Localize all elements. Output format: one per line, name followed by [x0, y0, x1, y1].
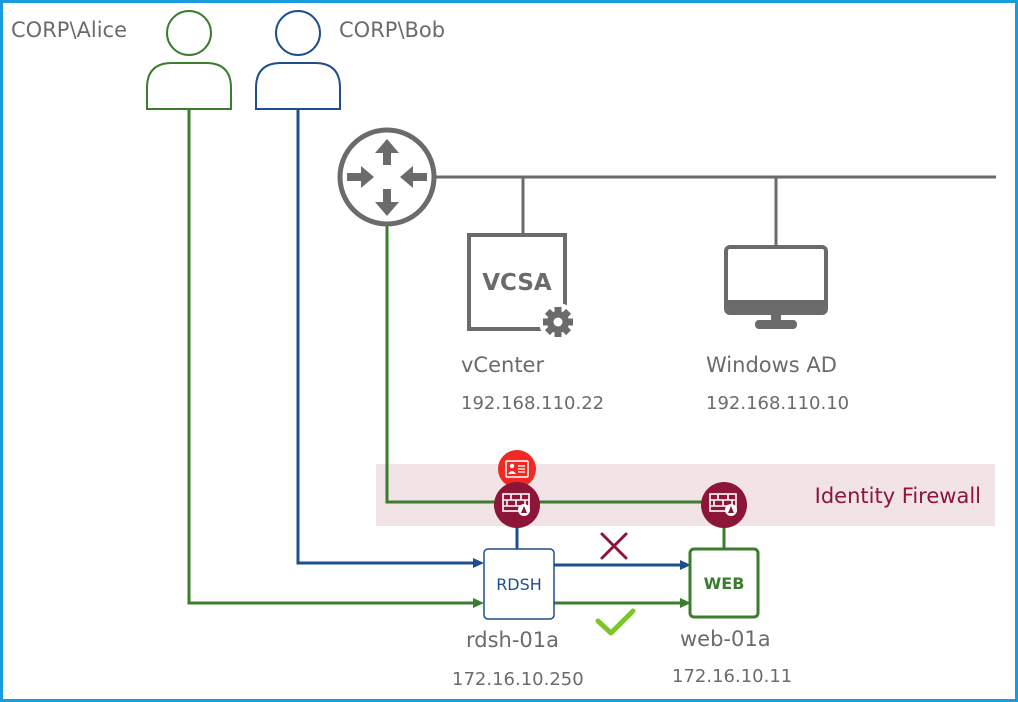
monitor-icon	[724, 245, 828, 329]
alice-path	[187, 109, 474, 605]
bob-to-web-arrowhead	[680, 560, 691, 570]
firewall-icon-web	[701, 482, 747, 528]
router-icon	[337, 127, 437, 227]
web-box-label: WEB	[704, 574, 745, 593]
bob-path	[296, 109, 474, 565]
rdsh-box-label: RDSH	[496, 575, 542, 594]
deny-icon	[600, 532, 628, 560]
alice-user-icon	[146, 10, 232, 110]
web-ip: 172.16.10.11	[672, 666, 792, 687]
vcenter-name: vCenter	[461, 353, 544, 377]
bob-arrowhead	[473, 558, 484, 568]
web-name: web-01a	[680, 627, 771, 651]
web-box	[688, 547, 760, 619]
firewall-icon-rdsh	[494, 482, 540, 528]
rdsh-box	[483, 548, 555, 620]
windows-ad-ip: 192.168.110.10	[706, 393, 849, 414]
identity-firewall-label: Identity Firewall	[815, 484, 981, 508]
alice-arrowhead	[473, 598, 484, 608]
vcenter-ip: 192.168.110.22	[461, 393, 604, 414]
gear-icon	[539, 303, 577, 341]
bob-label: CORP\Bob	[339, 18, 445, 42]
allow-check-icon	[595, 608, 636, 636]
alice-label: CORP\Alice	[11, 18, 127, 42]
rdsh-ip: 172.16.10.250	[452, 669, 584, 690]
identity-firewall-band	[376, 464, 995, 526]
id-card-icon	[498, 450, 536, 488]
windows-ad-name: Windows AD	[706, 353, 837, 377]
alice-to-web-arrowhead	[680, 598, 691, 608]
router-path	[385, 226, 517, 504]
bob-user-icon	[255, 10, 341, 110]
vcsa-box-label: VCSA	[482, 270, 552, 296]
rdsh-name: rdsh-01a	[466, 628, 559, 652]
